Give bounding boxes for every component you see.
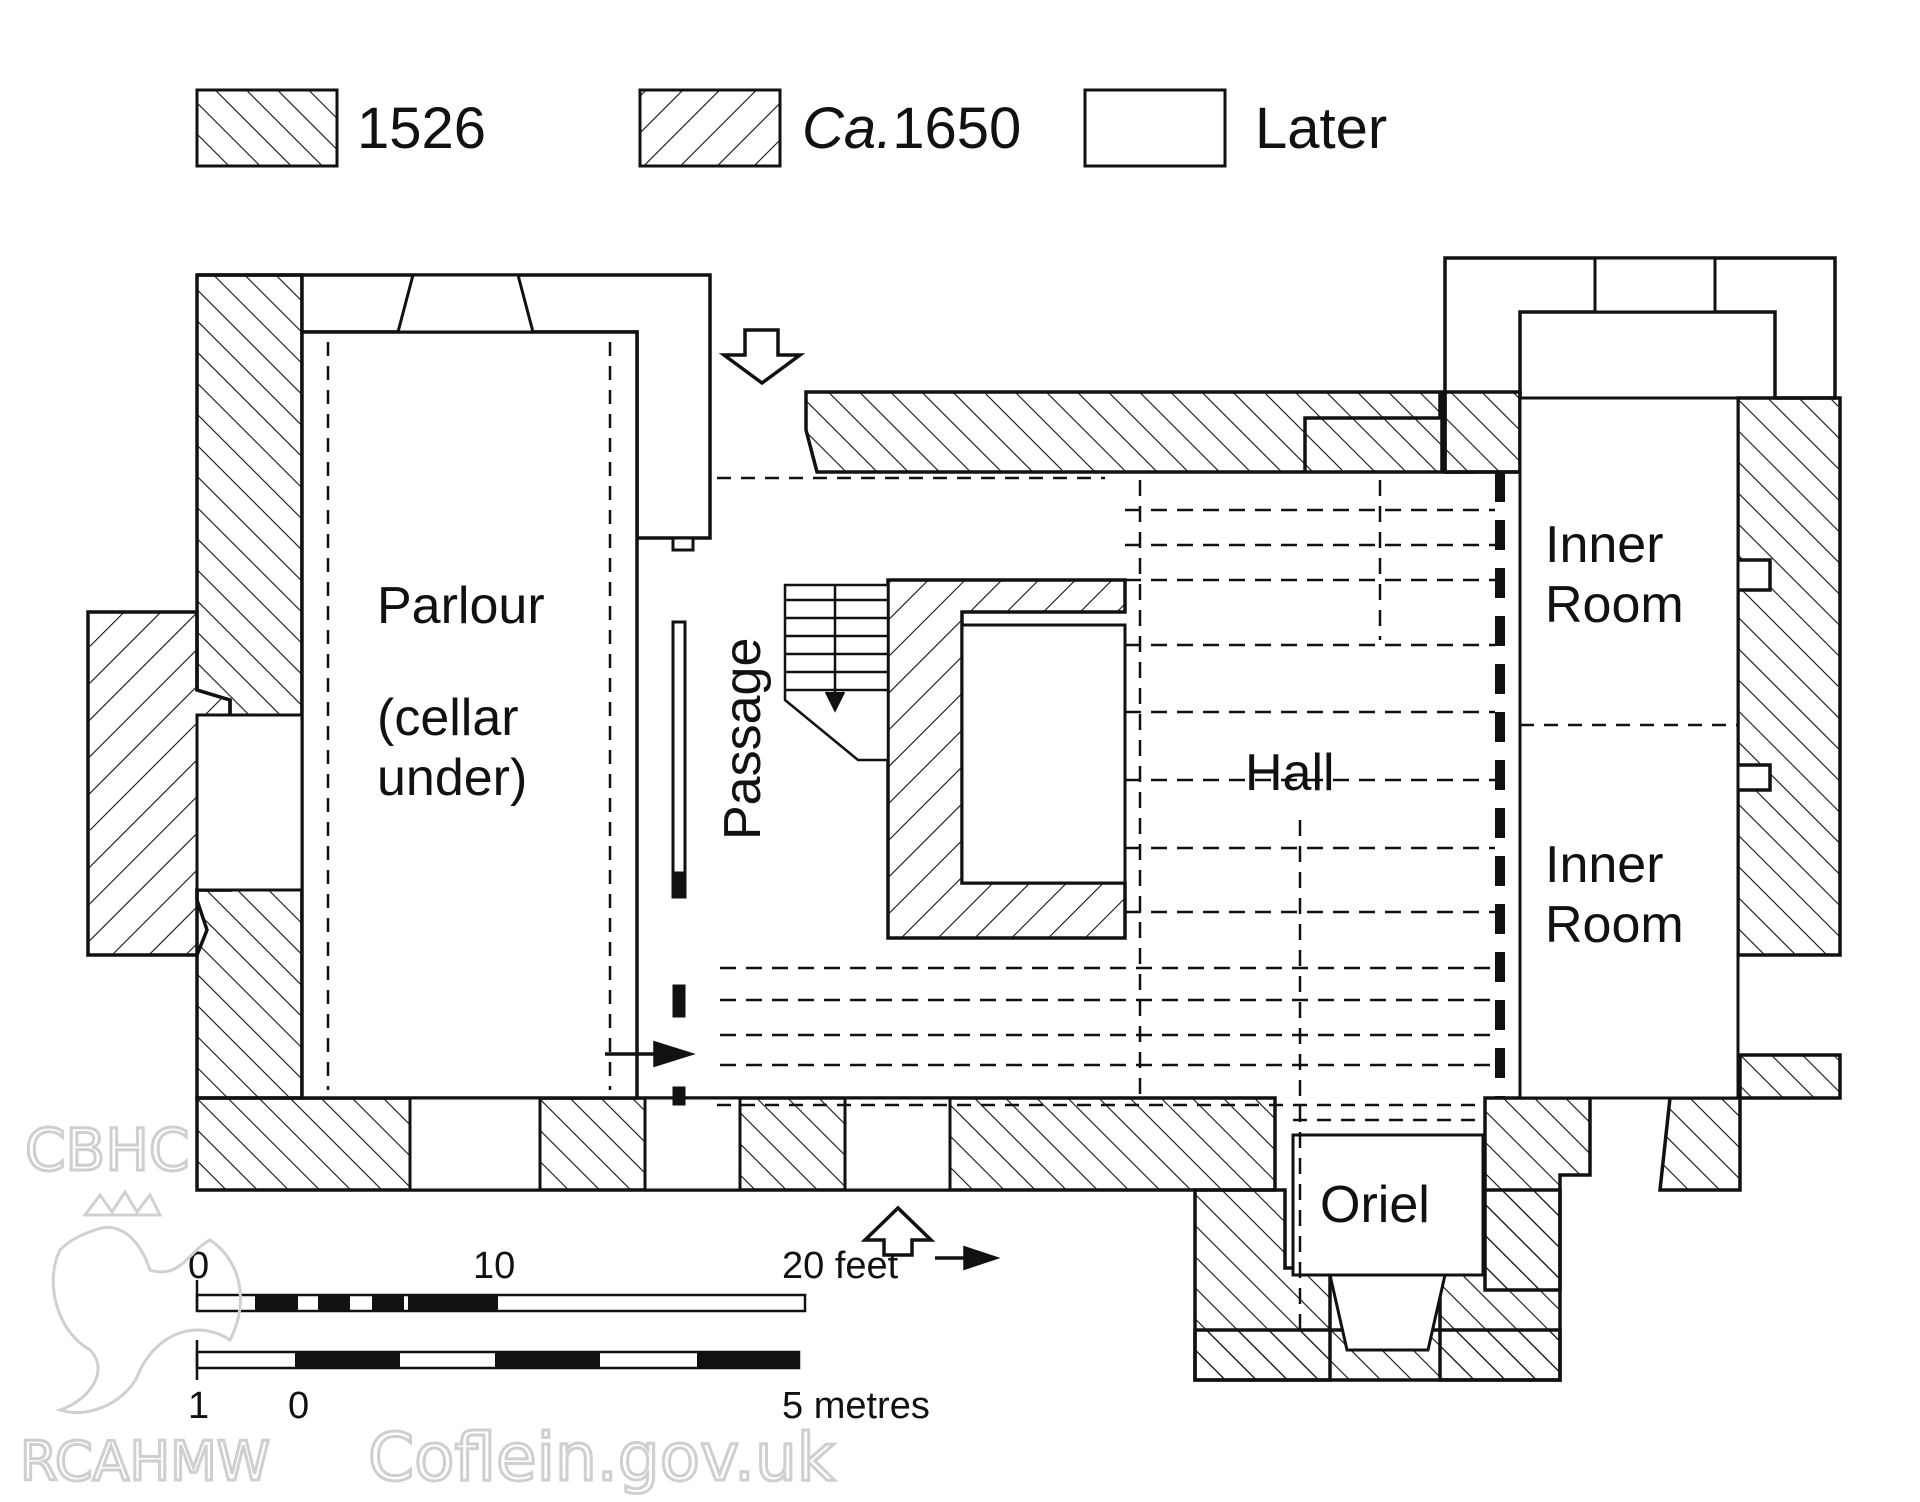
legend-swatch-ca1650 bbox=[638, 88, 782, 168]
legend-label-later: Later bbox=[1255, 96, 1387, 161]
wall-inner-north-hatch bbox=[1443, 390, 1522, 474]
label-passage: Passage bbox=[714, 638, 772, 840]
watermark-cbhc: CBHC bbox=[25, 1116, 189, 1184]
legend: 1526 Ca.1650 Later bbox=[195, 88, 1387, 168]
room-oriel-floor bbox=[1291, 1133, 1485, 1277]
dashed-later-features bbox=[300, 342, 1738, 1122]
wall-hall-north bbox=[804, 390, 1477, 474]
window-oriel bbox=[1328, 1273, 1447, 1352]
window-parlour-north bbox=[396, 273, 535, 334]
wall-inner-south-east bbox=[1658, 1053, 1842, 1192]
arrow-east-head-icon bbox=[963, 1245, 1001, 1271]
passage-partition bbox=[671, 536, 695, 1106]
window-inner-north bbox=[1593, 256, 1717, 314]
scale-metre-tick-0: 0 bbox=[288, 1385, 309, 1427]
arrow-south-entrance-icon bbox=[860, 1205, 936, 1257]
legend-label-ca1650: Ca.1650 bbox=[802, 96, 1021, 161]
label-inner-room-b-1: Inner bbox=[1545, 836, 1664, 894]
wall-parlour-west bbox=[195, 273, 304, 1100]
label-inner-room-b-2: Room bbox=[1545, 896, 1684, 954]
watermark: CBHC RCAHMW Coflein.gov.uk bbox=[19, 1115, 838, 1498]
west-stack-cavity bbox=[195, 713, 304, 892]
scale-feet-tick-20: 20 feet bbox=[782, 1245, 899, 1287]
label-parlour-note-2: under) bbox=[377, 749, 527, 807]
stair bbox=[783, 583, 890, 762]
scale-bars: 0 10 20 feet 1 0 5 metres bbox=[188, 1245, 930, 1427]
scale-feet-tick-10: 10 bbox=[473, 1245, 515, 1287]
room-labels: Parlour (cellar under) Passage Hall Inne… bbox=[377, 516, 1684, 1234]
label-parlour: Parlour bbox=[377, 577, 545, 635]
room-parlour-floor bbox=[300, 330, 639, 1100]
wall-oriel-base bbox=[1193, 1328, 1562, 1382]
hall-floor-pattern bbox=[720, 480, 1495, 1335]
label-oriel: Oriel bbox=[1320, 1176, 1430, 1234]
window-south-passage bbox=[643, 1096, 742, 1192]
room-inner-floor bbox=[1518, 396, 1740, 1100]
legend-label-ca1650-prefix: Ca. bbox=[802, 96, 892, 161]
label-hall: Hall bbox=[1245, 744, 1335, 802]
window-south-parlour bbox=[408, 1096, 542, 1192]
scale-bar-metres bbox=[195, 1340, 801, 1380]
scale-feet-tick-0: 0 bbox=[188, 1245, 209, 1287]
door-south bbox=[843, 1096, 952, 1192]
label-parlour-note-1: (cellar bbox=[377, 689, 519, 747]
crown-icon bbox=[82, 1189, 163, 1217]
scale-metre-tick-1: 1 bbox=[188, 1385, 209, 1427]
scale-bar-feet bbox=[195, 1280, 807, 1313]
wall-inner-east bbox=[1736, 396, 1842, 957]
entrance-arrows bbox=[605, 328, 1001, 1271]
legend-label-ca1650-year: 1650 bbox=[892, 96, 1021, 161]
legend-label-1526: 1526 bbox=[357, 96, 486, 161]
scale-metre-tick-5: 5 metres bbox=[782, 1385, 930, 1427]
arrow-north-entrance-icon bbox=[718, 328, 806, 386]
watermark-rcahmw: RCAHMW bbox=[20, 1430, 270, 1493]
arrow-passage-head-icon bbox=[653, 1040, 696, 1068]
watermark-coflein: Coflein.gov.uk bbox=[368, 1419, 836, 1496]
fireplace-opening bbox=[960, 623, 1127, 885]
legend-swatch-1526 bbox=[195, 88, 339, 168]
label-inner-room-a-1: Inner bbox=[1545, 516, 1664, 574]
label-inner-room-a-2: Room bbox=[1545, 576, 1684, 634]
dragon-crest-icon bbox=[51, 1225, 242, 1415]
legend-swatch-later bbox=[1083, 88, 1227, 168]
